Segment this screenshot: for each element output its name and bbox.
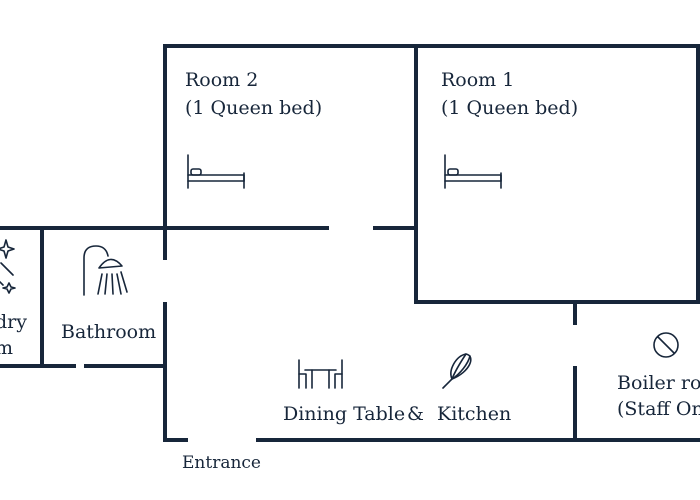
- sparkle-icon: [0, 239, 16, 294]
- room-2-beds: (1 Queen bed): [185, 97, 323, 119]
- boiler-room-label-line-2: (Staff Onl: [617, 398, 700, 420]
- room-1-beds: (1 Queen bed): [441, 97, 579, 119]
- dining-table-label: Dining Table: [283, 403, 406, 425]
- no-entry-icon: [653, 332, 679, 358]
- shower-icon: [83, 245, 128, 296]
- laundry-label-line-2: m: [0, 337, 13, 359]
- entrance-label: Entrance: [182, 453, 261, 473]
- room-1-name: Room 1: [441, 69, 515, 91]
- laundry-label-line-1: dry: [0, 311, 27, 333]
- room-2-name: Room 2: [185, 69, 259, 91]
- boiler-room-label-line-1: Boiler roo: [617, 372, 700, 394]
- kitchen-label: Kitchen: [437, 403, 512, 425]
- bathroom-label: Bathroom: [61, 321, 157, 343]
- dining-table-icon: [298, 359, 343, 389]
- bed-icon: [187, 154, 245, 189]
- bed-icon: [444, 154, 502, 189]
- ampersand-label: &: [407, 403, 424, 425]
- whisk-icon: [442, 353, 472, 389]
